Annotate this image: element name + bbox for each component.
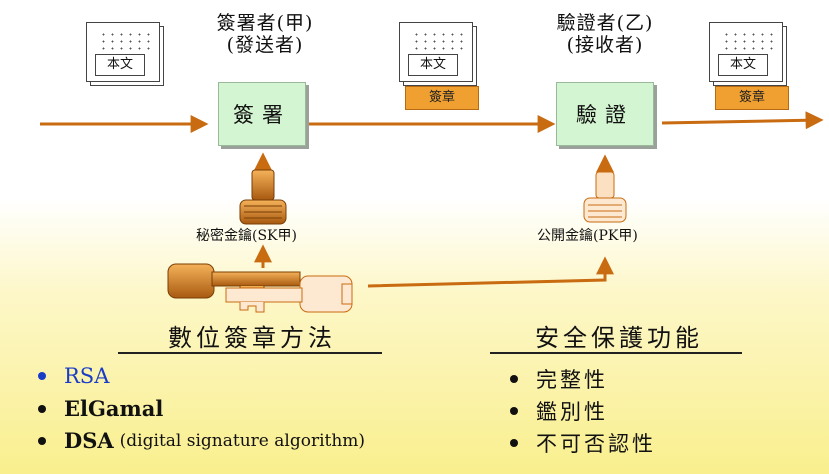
method-item-dsa: DSA (digital signature algorithm): [38, 428, 365, 453]
bullet-icon: [510, 407, 518, 415]
secret-key-label: 秘密金鑰(SK甲): [196, 228, 297, 244]
method-name: ElGamal: [64, 396, 164, 421]
method-name: DSA: [64, 428, 114, 453]
verifier-title-text: 驗證者(乙): [556, 12, 654, 34]
method-item-rsa: RSA: [38, 364, 109, 388]
methods-title: 數位簽章方法: [168, 324, 336, 352]
key-pair-icon: [167, 263, 353, 313]
signer-title: 簽署者(甲) (發送者): [180, 12, 350, 56]
bullet-icon: [510, 375, 518, 383]
function-item-integrity: 完整性: [510, 364, 608, 394]
bullet-icon: [510, 439, 518, 447]
methods-underline: [118, 352, 382, 354]
doc-signature-label: 簽章: [715, 86, 789, 110]
doc-signature-label: 簽章: [405, 86, 479, 110]
doc-text-label: 本文: [718, 54, 768, 76]
method-item-elgamal: ElGamal: [38, 396, 163, 421]
signer-title-text: 簽署者(甲): [216, 12, 314, 34]
plain-document-icon: 本文: [86, 22, 164, 86]
function-name: 完整性: [536, 368, 608, 392]
function-name: 鑑別性: [536, 400, 608, 424]
functions-title: 安全保護功能: [535, 324, 703, 352]
signed-document-icon: 簽章 本文: [399, 22, 479, 110]
public-key-label: 公開金鑰(PK甲): [537, 228, 638, 244]
method-note: (digital signature algorithm): [119, 430, 366, 451]
function-item-authentication: 鑑別性: [510, 396, 608, 426]
doc-text-label: 本文: [408, 54, 458, 76]
bullet-icon: [38, 372, 46, 380]
doc-text-label: 本文: [95, 54, 145, 76]
signer-subtitle-text: (發送者): [226, 34, 304, 56]
public-key-icon: [583, 171, 627, 223]
verify-box: 驗證: [556, 82, 654, 146]
verifier-title: 驗證者(乙) (接收者): [520, 12, 690, 56]
verifier-subtitle-text: (接收者): [566, 34, 644, 56]
function-item-non-repudiation: 不可否認性: [510, 428, 656, 458]
functions-underline: [490, 352, 742, 354]
bullet-icon: [38, 436, 46, 445]
secret-key-icon: [239, 169, 287, 225]
sign-box: 簽署: [218, 82, 306, 146]
method-name: RSA: [64, 364, 110, 388]
verified-document-icon: 簽章 本文: [709, 22, 789, 110]
main-flow-arrows: [40, 111, 824, 288]
bullet-icon: [38, 404, 46, 413]
function-name: 不可否認性: [536, 432, 656, 456]
